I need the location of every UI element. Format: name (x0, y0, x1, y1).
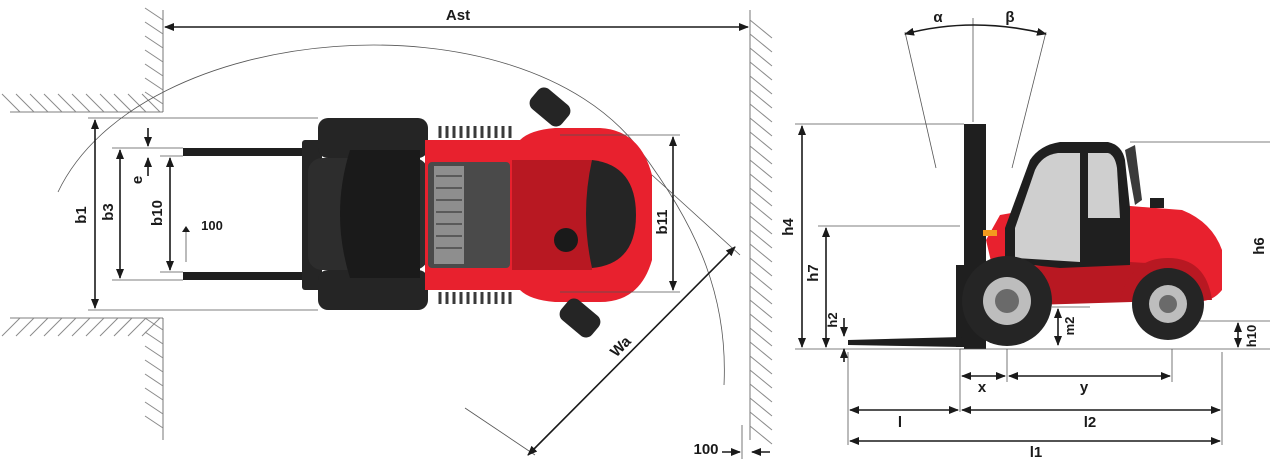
alpha-label: α (933, 9, 943, 26)
decor-line (144, 415, 164, 429)
decor-line (749, 145, 773, 165)
decor-line (749, 383, 773, 403)
h7-label: h7 (805, 264, 822, 282)
decor-line (749, 75, 773, 95)
decor-line (127, 93, 147, 113)
b11-label: b11 (654, 209, 671, 234)
b1-label: b1 (73, 206, 90, 224)
wa-label: Wa (607, 333, 635, 361)
decor-line (99, 93, 119, 113)
decor-line (749, 411, 773, 431)
decor-line (15, 317, 35, 337)
decor-line (113, 93, 133, 113)
decor-line (127, 317, 147, 337)
y-label: y (1080, 379, 1089, 396)
upper-fork (183, 148, 306, 156)
decor-line (71, 93, 91, 113)
decor-line (749, 355, 773, 375)
decor-line (749, 243, 773, 263)
decor-line (749, 159, 773, 179)
decor-line (749, 313, 773, 333)
h6-label: h6 (1251, 237, 1268, 255)
l1-label: l1 (1030, 444, 1043, 459)
decor-line (749, 201, 773, 221)
decor-line (749, 215, 773, 235)
e-label: e (129, 176, 146, 184)
h4-label: h4 (780, 218, 797, 236)
decor-line (749, 369, 773, 389)
h10-label: h10 (1244, 325, 1259, 347)
decor-line (1, 317, 21, 337)
decor-line (749, 425, 773, 445)
decor-line (144, 359, 164, 373)
decor-line (749, 257, 773, 277)
b10-label: b10 (149, 200, 166, 226)
decor-line (29, 93, 49, 113)
l-label: l (898, 414, 902, 431)
decor-line (43, 317, 63, 337)
decor-line (749, 341, 773, 361)
ast-label: Ast (446, 7, 470, 24)
decor-line (749, 397, 773, 417)
decor-line (749, 61, 773, 81)
decor-line (749, 173, 773, 193)
decor-line (141, 93, 161, 113)
decor-line (749, 229, 773, 249)
decor-line (749, 271, 773, 291)
tilt-arc (904, 24, 1047, 36)
b3-label: b3 (100, 203, 117, 221)
decor-line (144, 21, 164, 35)
decor-line (144, 345, 164, 359)
decor-line (749, 285, 773, 305)
forklift-side-view (848, 124, 1222, 349)
beta-label: β (1005, 9, 1014, 26)
decor-line (144, 331, 164, 345)
decor-line (57, 93, 77, 113)
decor-line (749, 131, 773, 151)
decor-line (749, 103, 773, 123)
decor-line (99, 317, 119, 337)
decor-line (749, 327, 773, 347)
decor-line (1, 93, 21, 113)
h2-label: h2 (825, 312, 840, 327)
x-label: x (978, 379, 987, 396)
fork-offset-label: 100 (201, 218, 223, 233)
aisle-walls (1, 7, 773, 445)
top-view: Ast (1, 7, 773, 459)
m2-label: m2 (1062, 317, 1077, 336)
decor-line (141, 317, 161, 337)
decor-line (144, 35, 164, 49)
decor-line (749, 33, 773, 53)
decor-line (144, 91, 164, 105)
l2-label: l2 (1084, 414, 1097, 431)
decor-line (749, 187, 773, 207)
decor-line (43, 93, 63, 113)
decor-line (71, 317, 91, 337)
decor-line (749, 47, 773, 67)
decor-line (144, 387, 164, 401)
side-view: α β (780, 9, 1270, 459)
decor-line (749, 89, 773, 109)
decor-line (144, 49, 164, 63)
clearance-label: 100 (693, 441, 718, 458)
decor-line (29, 317, 49, 337)
decor-line (57, 317, 77, 337)
forklift-top-view (302, 87, 652, 338)
decor-line (144, 77, 164, 91)
decor-line (144, 401, 164, 415)
decor-line (15, 93, 35, 113)
lower-fork (183, 272, 306, 280)
decor-line (144, 7, 164, 21)
decor-line (749, 299, 773, 319)
wa-dimension-line (527, 246, 736, 456)
decor-line (749, 117, 773, 137)
decor-line (749, 19, 773, 39)
decor-line (113, 317, 133, 337)
decor-line (144, 373, 164, 387)
decor-line (144, 317, 164, 331)
decor-line (144, 63, 164, 77)
decor-line (85, 93, 105, 113)
decor-line (85, 317, 105, 337)
